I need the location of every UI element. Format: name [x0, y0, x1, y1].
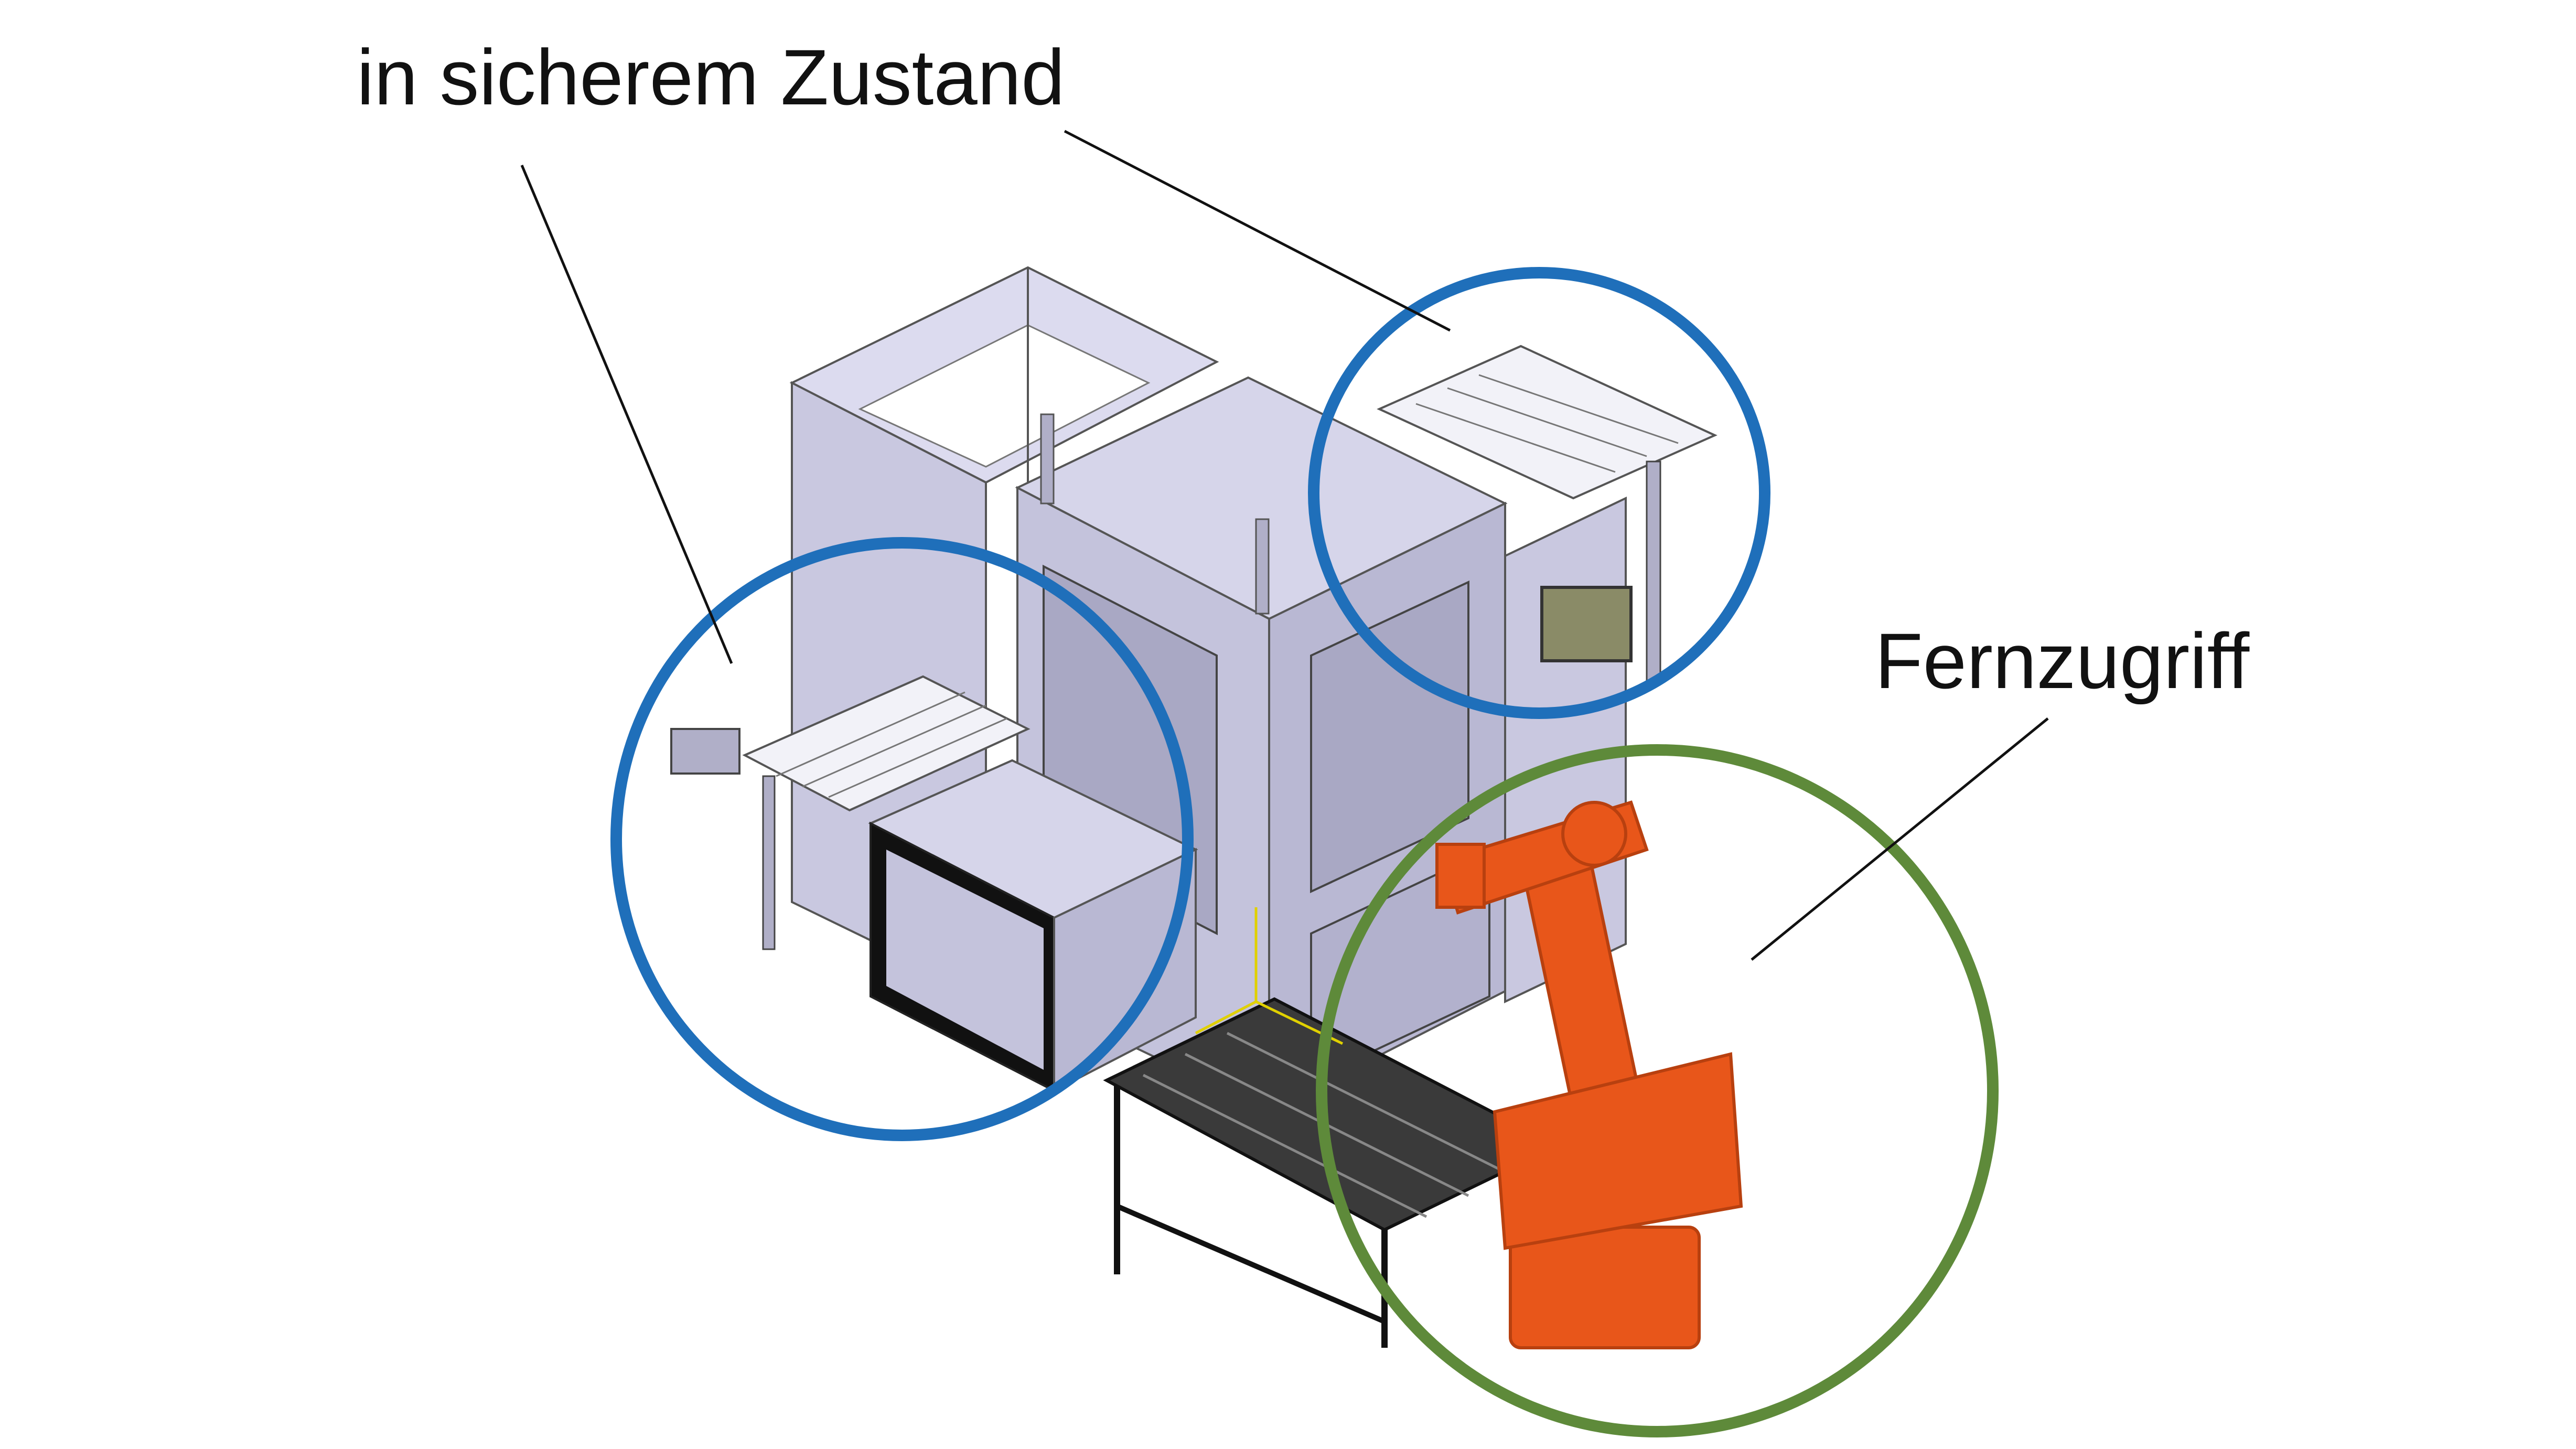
leader-line-remote — [1751, 717, 2049, 961]
robot-turntable — [1493, 1052, 1743, 1250]
leader-line-safe-left — [520, 165, 733, 664]
robot-base — [1509, 1226, 1701, 1349]
machine-cell — [789, 266, 1627, 1114]
label-remote-access: Fernzugriff — [1875, 617, 2250, 705]
left-conveyor-bed — [742, 675, 1031, 812]
highlight-circle-robot — [1316, 744, 1999, 1437]
leader-line-safe-right — [1064, 130, 1451, 332]
robot-gripper — [1435, 843, 1486, 909]
left-conveyor — [670, 675, 1031, 950]
signal-tower-2 — [1255, 518, 1270, 615]
left-conveyor-motor — [670, 728, 740, 775]
highlight-circle-left — [610, 537, 1194, 1141]
signal-tower-1 — [1040, 413, 1055, 505]
robot-joint — [1561, 801, 1627, 867]
loading-station — [868, 759, 1198, 1093]
loading-station-side — [1053, 847, 1197, 1093]
highlight-circle-top-right — [1308, 267, 1770, 719]
right-conveyor — [1377, 345, 1718, 683]
rear-unit-opening — [858, 324, 1151, 468]
loading-station-front-panel — [886, 850, 1044, 1070]
left-conveyor-leg — [762, 775, 776, 950]
robot-arm — [1435, 800, 1743, 1349]
label-safe-state: in sicherem Zustand — [357, 33, 1065, 121]
right-conveyor-leg — [1646, 460, 1661, 683]
main-unit-window-right — [1310, 580, 1469, 894]
touch-panel — [1540, 586, 1633, 662]
